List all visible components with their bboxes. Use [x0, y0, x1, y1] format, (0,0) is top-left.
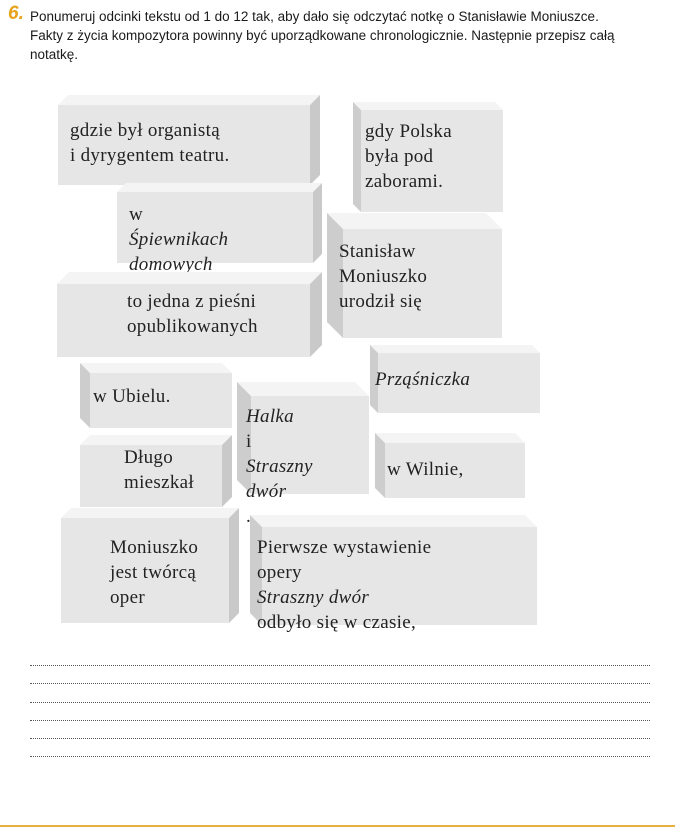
box-shape [80, 363, 232, 428]
text-box-label: w Ubielu. [93, 386, 171, 407]
answer-line[interactable] [30, 738, 650, 740]
box-top-face [353, 102, 503, 110]
box-shape [117, 183, 322, 263]
answer-line[interactable] [30, 756, 650, 758]
instruction-line: Fakty z życia kompozytora powinny być up… [30, 28, 615, 43]
box-top-face [327, 213, 502, 229]
box-side-face [237, 382, 251, 494]
text-box-6[interactable]: Prząśniczka [370, 345, 540, 413]
box-side-face [250, 515, 262, 625]
box-side-face [80, 363, 90, 428]
box-front-face [378, 353, 540, 413]
box-shape [250, 515, 537, 625]
box-top-face [80, 363, 232, 373]
box-side-face [310, 95, 320, 185]
task-instruction: Ponumeruj odcinki tekstu od 1 do 12 tak,… [30, 7, 660, 64]
box-front-face [80, 445, 222, 507]
box-shape [353, 102, 503, 212]
box-shape [237, 382, 369, 494]
box-side-face [353, 102, 361, 212]
box-top-face [57, 272, 322, 284]
box-front-face [343, 229, 502, 338]
box-shape [57, 272, 322, 357]
box-front-face [117, 192, 313, 263]
box-front-face [385, 443, 525, 498]
box-top-face [370, 345, 540, 353]
box-top-face [250, 515, 537, 527]
box-side-face [375, 433, 385, 498]
answer-lines[interactable] [30, 665, 650, 775]
text-box-label: Prząśniczka [375, 369, 471, 390]
text-box-label: Pierwsze wystawienie opery Straszny dwór… [257, 537, 432, 633]
box-shape [58, 95, 320, 185]
box-front-face [251, 396, 369, 494]
box-side-face [229, 508, 239, 623]
box-front-face [58, 105, 310, 185]
box-front-face [262, 527, 537, 625]
answer-line[interactable] [30, 701, 650, 703]
box-front-face [61, 518, 229, 623]
box-shape [80, 435, 232, 507]
instruction-line: notatkę. [30, 47, 79, 62]
answer-line[interactable] [30, 665, 650, 666]
text-box-8[interactable]: Halka i Straszny dwór. [237, 382, 369, 527]
box-side-face [327, 213, 343, 338]
box-side-face [370, 345, 378, 413]
box-shape [327, 213, 502, 338]
text-box-10[interactable]: w Wilnie, [375, 433, 525, 498]
box-shape [375, 433, 525, 498]
text-box-label: w Wilnie, [387, 459, 464, 480]
box-side-face [310, 272, 322, 357]
bottom-divider [0, 825, 675, 827]
text-box-label: w Śpiewnikach domowych. [129, 204, 229, 300]
box-side-face [313, 183, 322, 263]
text-box-7[interactable]: w Ubielu. [80, 363, 232, 428]
box-top-face [80, 435, 232, 445]
box-top-face [237, 382, 369, 396]
box-shape [370, 345, 540, 413]
box-side-face [222, 435, 232, 507]
instruction-line: Ponumeruj odcinki tekstu od 1 do 12 tak,… [30, 9, 599, 24]
box-front-face [90, 373, 232, 428]
answer-line[interactable] [30, 683, 650, 685]
box-top-face [375, 433, 525, 443]
box-shape [61, 508, 239, 623]
text-box-label: Halka i Straszny dwór. [246, 406, 313, 527]
answer-line[interactable] [30, 719, 650, 721]
box-top-face [61, 508, 239, 518]
text-box-12[interactable]: Pierwsze wystawienie opery Straszny dwór… [250, 515, 537, 633]
text-box-3[interactable]: w Śpiewnikach domowych. [117, 183, 322, 300]
box-front-face [57, 284, 310, 357]
box-top-face [117, 183, 322, 192]
box-top-face [58, 95, 320, 105]
task-number: 6. [8, 3, 24, 24]
box-front-face [361, 110, 503, 212]
